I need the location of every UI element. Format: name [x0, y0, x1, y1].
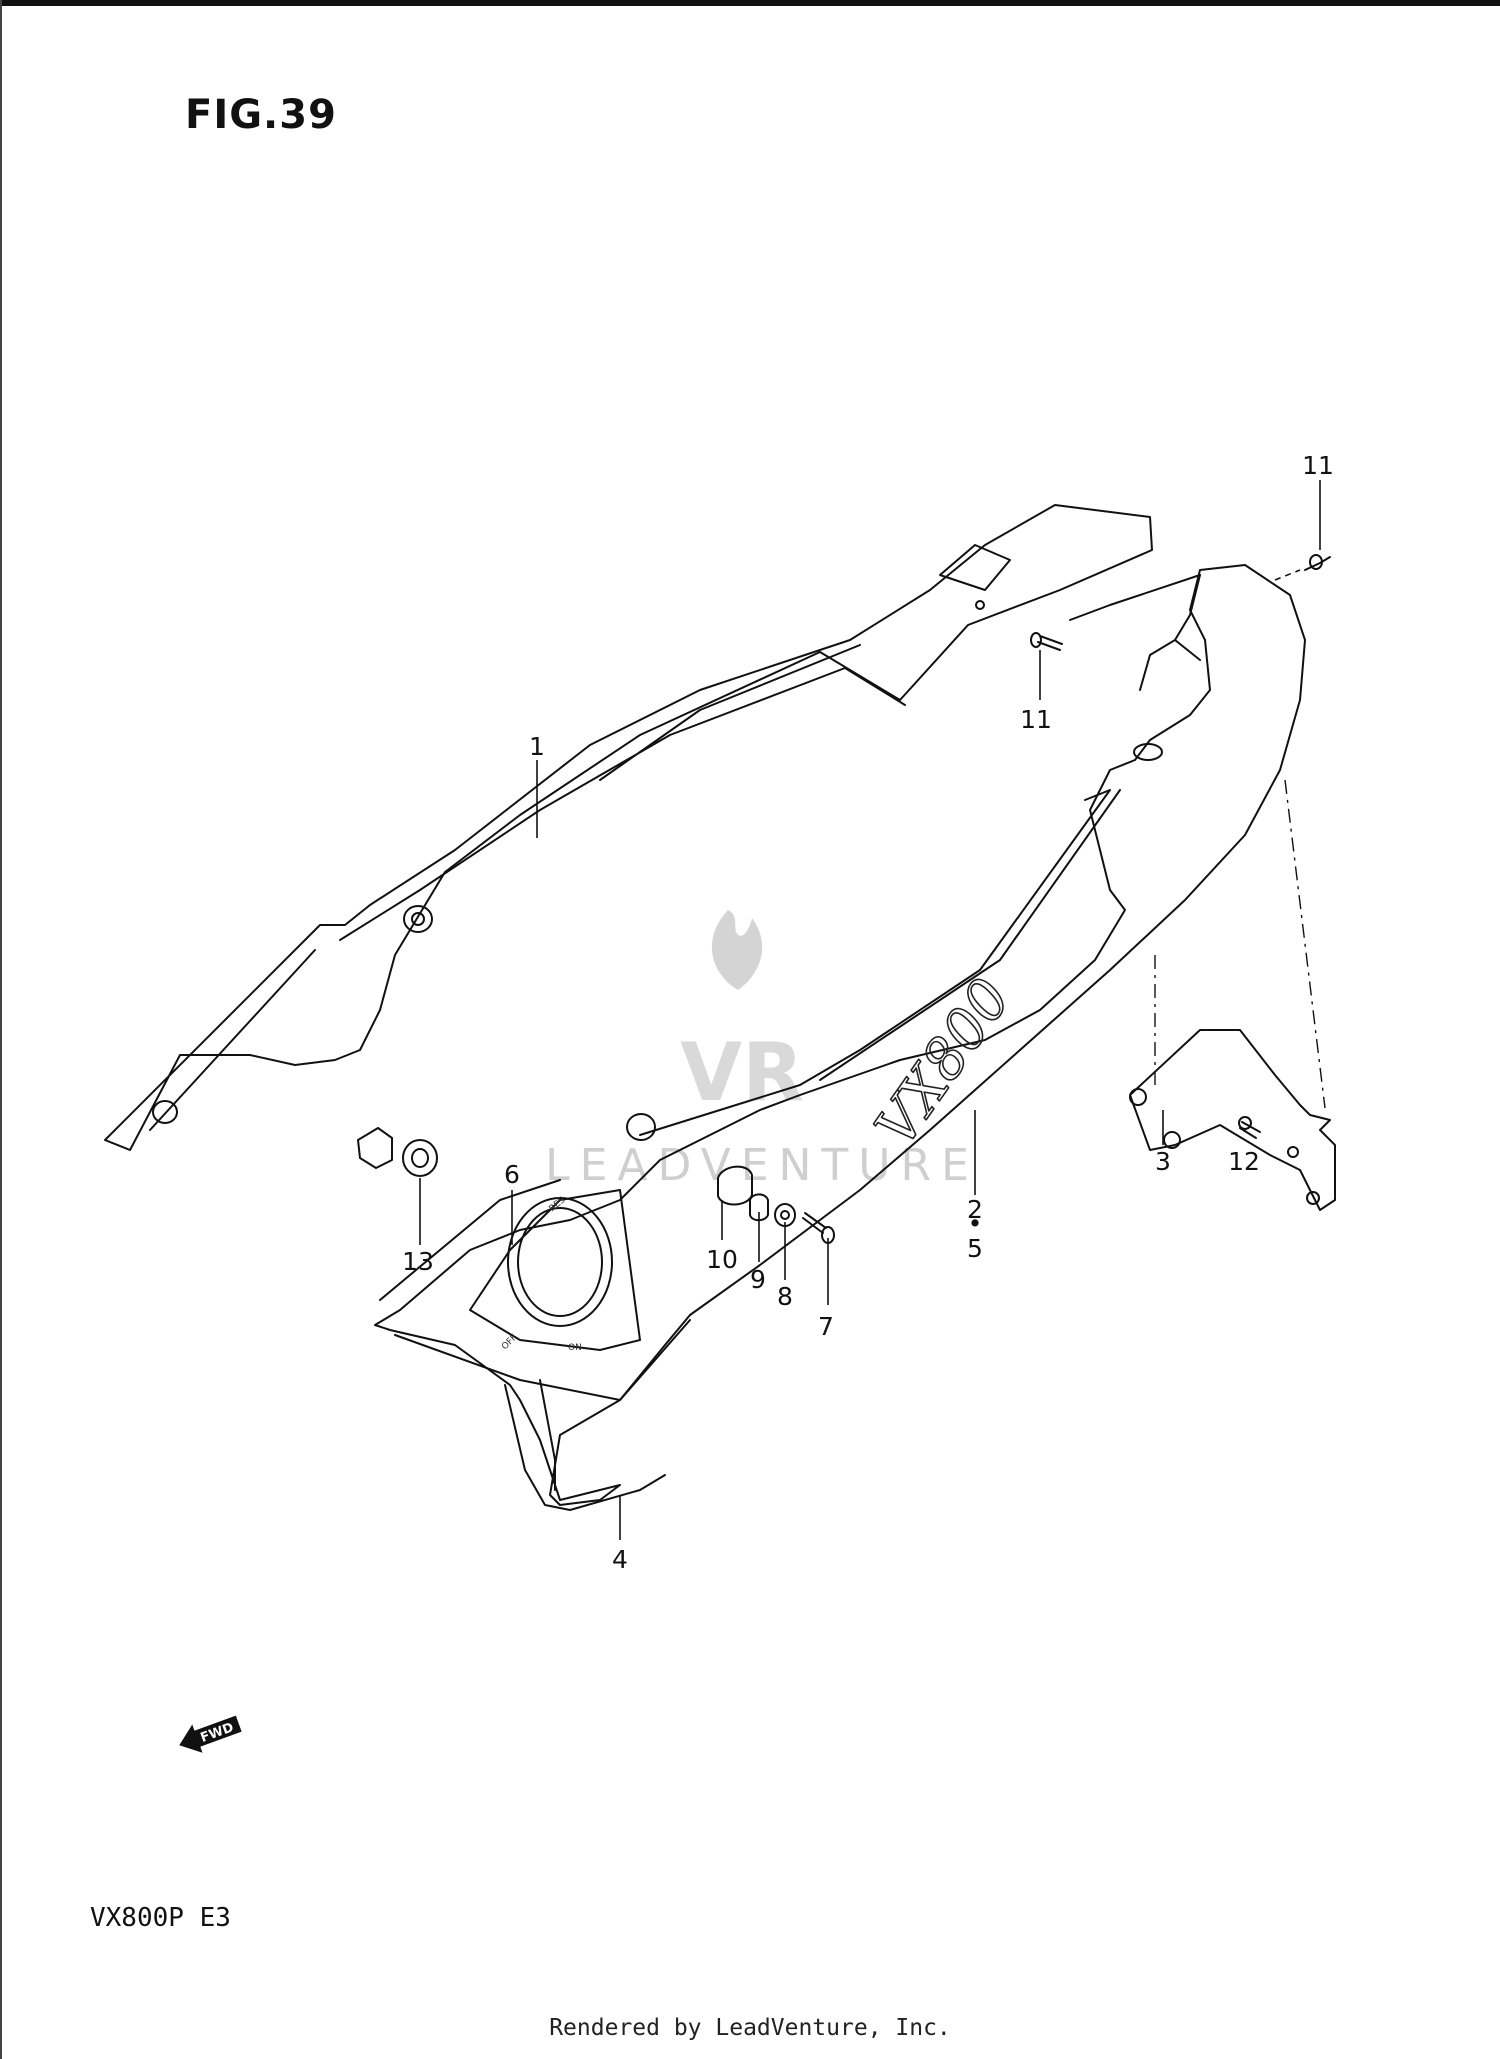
- watermark-logo-letters: VR: [680, 1026, 804, 1119]
- rail-cover-inner-line: [149, 644, 906, 1131]
- page-top-border: [0, 0, 1500, 6]
- assembly-lines: [1154, 779, 1326, 1109]
- rail-cover-part-1: [104, 504, 1153, 1151]
- screw-part-7: [802, 1212, 827, 1234]
- switch-label-on: ON: [568, 1343, 582, 1353]
- render-footer: Rendered by LeadVenture, Inc.: [549, 2015, 951, 2041]
- rail-cushion: [357, 1127, 393, 1169]
- callout-12: 12: [1228, 1147, 1260, 1176]
- tail-cover-shoulder: [1069, 574, 1201, 691]
- switch-knob: [507, 1197, 613, 1327]
- bracket-hole-d: [1306, 1191, 1320, 1205]
- page-left-border: [0, 0, 2, 2059]
- tail-cover-underside: [504, 1384, 666, 1511]
- assembly-line-right: [1284, 779, 1326, 1109]
- bracket-hole-c: [1287, 1146, 1299, 1158]
- vx800-emblem: VX800: [863, 967, 1024, 1158]
- bracket-hole-a: [1129, 1088, 1147, 1106]
- leader-lines: [419, 480, 1321, 1540]
- tail-cover-part-4: [374, 564, 1306, 1506]
- callouts: 1 2 • 5 3 4 6 7 8 9 10 11 11 12 13: [402, 451, 1334, 1574]
- fwd-direction-marker: FWD: [179, 1715, 242, 1753]
- callout-13: 13: [402, 1247, 434, 1276]
- switch-knob-inner: [517, 1207, 603, 1317]
- fwd-arrow-icon: [179, 1715, 242, 1753]
- grommet-part-13-hole: [411, 1148, 429, 1168]
- bolt-part-12-head: [1238, 1116, 1252, 1130]
- watermark-text: LEADVENTURE: [545, 1140, 979, 1191]
- rail-boss-left-inner: [411, 912, 425, 926]
- callout-3: 3: [1155, 1147, 1171, 1176]
- screw-part-11-upper-head: [1309, 554, 1323, 570]
- watermark-flame-icon: [711, 910, 763, 990]
- callout-6: 6: [504, 1160, 520, 1189]
- switch-label-off: OFF: [500, 1333, 519, 1352]
- bracket-part-3: [1129, 1029, 1336, 1211]
- cushion-part-10: [717, 1165, 753, 1206]
- tail-cover-top-edge: [639, 789, 1121, 1136]
- rail-boss-front: [152, 1100, 178, 1124]
- callout-2: 2: [967, 1195, 983, 1224]
- watermark: VR LEADVENTURE: [545, 910, 979, 1191]
- callout-4: 4: [612, 1545, 628, 1574]
- screw-part-11-lower-head: [1030, 632, 1042, 648]
- tail-cover-lower-edge: [379, 1179, 691, 1491]
- callout-5: 5: [967, 1234, 983, 1263]
- bracket-hole-b: [1163, 1131, 1181, 1149]
- figure-title: FIG.39: [185, 92, 337, 138]
- callout-11-lower: 11: [1020, 705, 1052, 734]
- callout-1: 1: [529, 732, 545, 761]
- callout-11-top: 11: [1302, 451, 1334, 480]
- rail-boss-left: [403, 905, 433, 933]
- spacer-part-9: [749, 1193, 769, 1222]
- rail-cover-flange: [939, 544, 1011, 591]
- callout-9: 9: [750, 1265, 766, 1294]
- grommet-part-13-washer: [402, 1139, 438, 1177]
- grommet-boss-center: [626, 1113, 656, 1141]
- callout-10: 10: [706, 1245, 738, 1274]
- callout-2-dot: •: [968, 1209, 983, 1238]
- screw-part-11-lower: [1037, 635, 1063, 651]
- model-code: VX800P E3: [90, 1903, 231, 1933]
- washer-part-8-hole: [780, 1210, 790, 1220]
- callout-8: 8: [777, 1282, 793, 1311]
- leader-11-to-cover: [1274, 569, 1301, 581]
- callout-7: 7: [818, 1312, 834, 1341]
- bolt-part-12: [1239, 1121, 1261, 1139]
- rail-mount-hole: [975, 600, 985, 610]
- tail-cover-slot: [1133, 743, 1163, 761]
